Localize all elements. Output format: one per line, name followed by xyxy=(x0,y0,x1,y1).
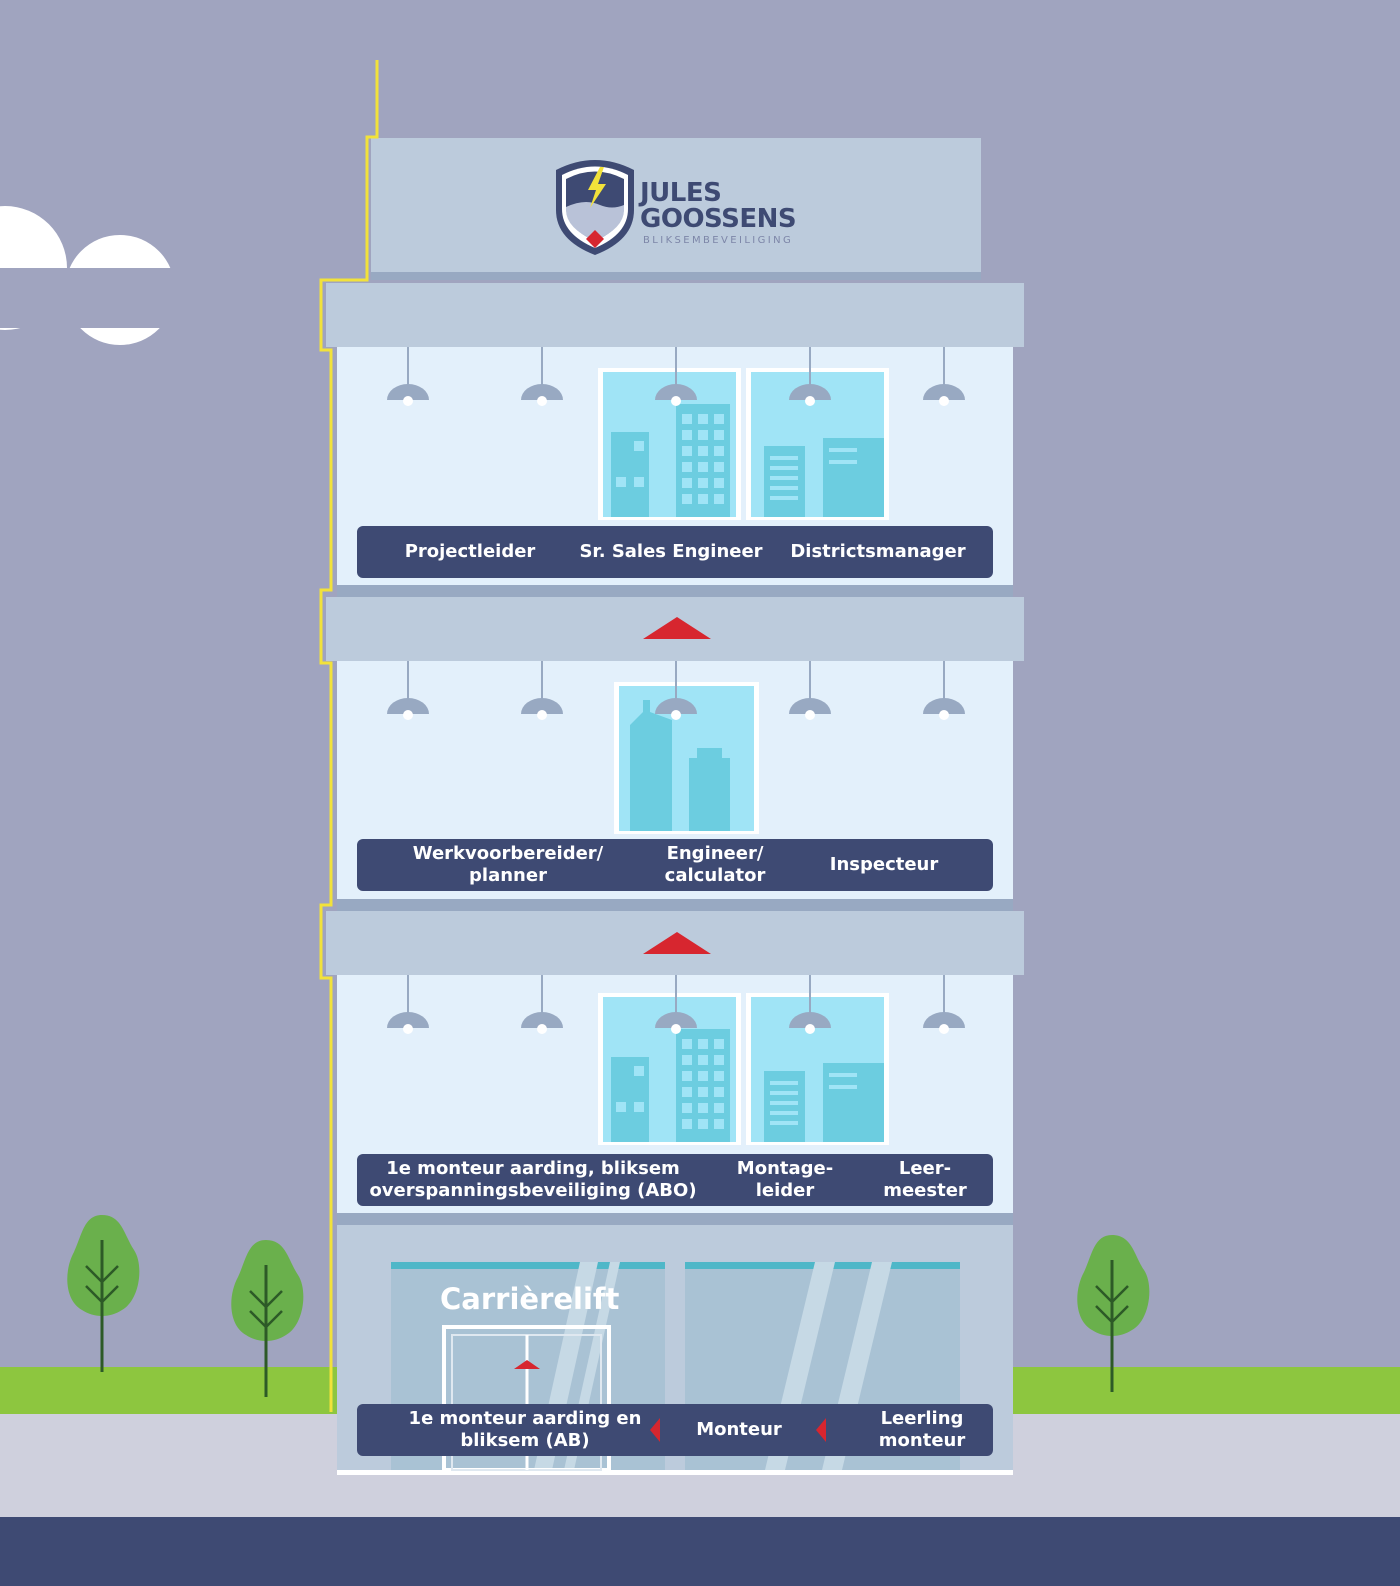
role-label: Sr. Sales Engineer xyxy=(579,541,763,562)
role-label: Montage- leider xyxy=(736,1158,834,1201)
shop-title: Carrièrelift xyxy=(440,1282,620,1316)
tree xyxy=(231,1240,304,1397)
lamp-icon xyxy=(521,975,563,1034)
left-arrow-icon xyxy=(650,1418,660,1442)
lamp-icon xyxy=(655,661,697,720)
role-label: 1e monteur aarding en bliksem (AB) xyxy=(408,1408,642,1451)
floor-ground-roles: 1e monteur aarding en bliksem (AB) Monte… xyxy=(357,1404,993,1456)
roof-sign xyxy=(371,138,981,278)
window-details xyxy=(616,414,857,1129)
floor-middle-roles: Werkvoorbereider/ planner Engineer/ calc… xyxy=(357,839,993,891)
ceiling-lamps xyxy=(387,347,965,1034)
lamp-icon xyxy=(521,347,563,406)
cloud xyxy=(0,206,200,345)
brand-line-1: JULES xyxy=(640,178,722,208)
grass-left xyxy=(0,1367,340,1414)
lamp-icon xyxy=(789,975,831,1034)
lamp-icon xyxy=(923,975,965,1034)
brand-name: JULES GOOSSENS xyxy=(640,178,797,234)
role-label: Inspecteur xyxy=(829,854,939,875)
road xyxy=(0,1517,1400,1586)
lamp-icon xyxy=(387,661,429,720)
lamp-icon xyxy=(789,347,831,406)
shield-logo-icon xyxy=(556,160,634,255)
role-label: Engineer/ calculator xyxy=(664,843,766,886)
role-label: Werkvoorbereider/ planner xyxy=(412,843,604,886)
up-arrow-icon xyxy=(643,932,711,954)
role-label: 1e monteur aarding, bliksem overspanning… xyxy=(369,1158,697,1201)
floor-top-roles: Projectleider Sr. Sales Engineer Distric… xyxy=(357,526,993,578)
lamp-icon xyxy=(387,347,429,406)
role-label: Districtsmanager xyxy=(790,541,966,562)
grass-right xyxy=(1010,1367,1400,1414)
brand-tagline: BLIKSEMBEVEILIGING xyxy=(643,235,794,246)
tree xyxy=(1077,1235,1150,1392)
lamp-icon xyxy=(789,661,831,720)
lamp-icon xyxy=(387,975,429,1034)
up-arrow-icon xyxy=(643,617,711,639)
floor-slab xyxy=(326,283,1024,1225)
lamp-icon xyxy=(655,975,697,1034)
role-label: Leerling monteur xyxy=(878,1408,966,1451)
lamp-icon xyxy=(655,347,697,406)
lamp-icon xyxy=(521,661,563,720)
tree xyxy=(67,1215,140,1372)
lamp-icon xyxy=(923,347,965,406)
role-label: Projectleider xyxy=(404,541,536,562)
floor-lower-roles: 1e monteur aarding, bliksem overspanning… xyxy=(357,1154,993,1206)
elevator-up-icon xyxy=(514,1360,540,1369)
left-arrow-icon xyxy=(816,1418,826,1442)
lamp-icon xyxy=(923,661,965,720)
brand-line-2: GOOSSENS xyxy=(640,204,797,234)
elevator-door xyxy=(442,1325,611,1472)
role-label: Monteur xyxy=(696,1419,782,1440)
lightning-conductor xyxy=(319,60,379,1412)
role-label: Leer- meester xyxy=(883,1158,967,1201)
